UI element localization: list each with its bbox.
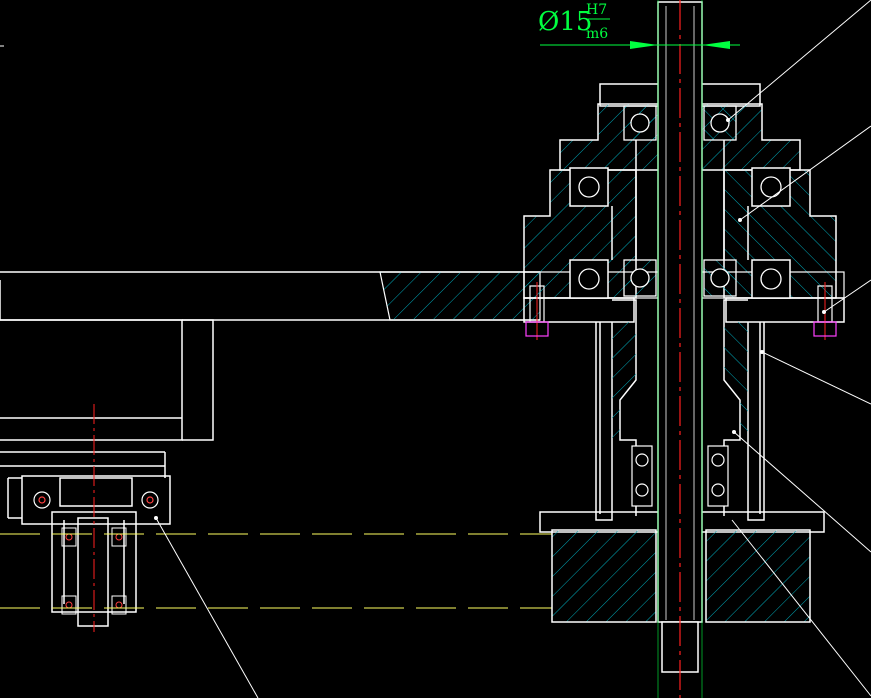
sleeve (611, 140, 749, 260)
arm-hatched-section (379, 271, 541, 321)
lower-bearings (631, 445, 729, 507)
lower-tube-hatch-right (724, 322, 748, 440)
leader-lines (155, 0, 871, 698)
left-bearing-housing (7, 475, 171, 627)
base-block-left (551, 529, 657, 623)
bearing-balls (578, 176, 782, 290)
leader-dots (154, 118, 826, 520)
dimension-value: Ø15 (538, 7, 592, 37)
left-frame (0, 319, 214, 478)
tolerance-lower: m6 (586, 26, 608, 42)
inner-bearings (623, 105, 737, 297)
upper-bearings (569, 167, 791, 299)
lower-tube-hatch-left (612, 322, 636, 440)
hidden-lines (0, 533, 552, 609)
base-block-right (705, 529, 811, 623)
left-small-bearings (61, 527, 127, 615)
diameter-dimension: Ø15 H7 m6 (538, 2, 740, 49)
flange-bolts (525, 282, 837, 340)
left-bolt-holes (33, 491, 159, 509)
tolerance-upper: H7 (586, 2, 607, 18)
